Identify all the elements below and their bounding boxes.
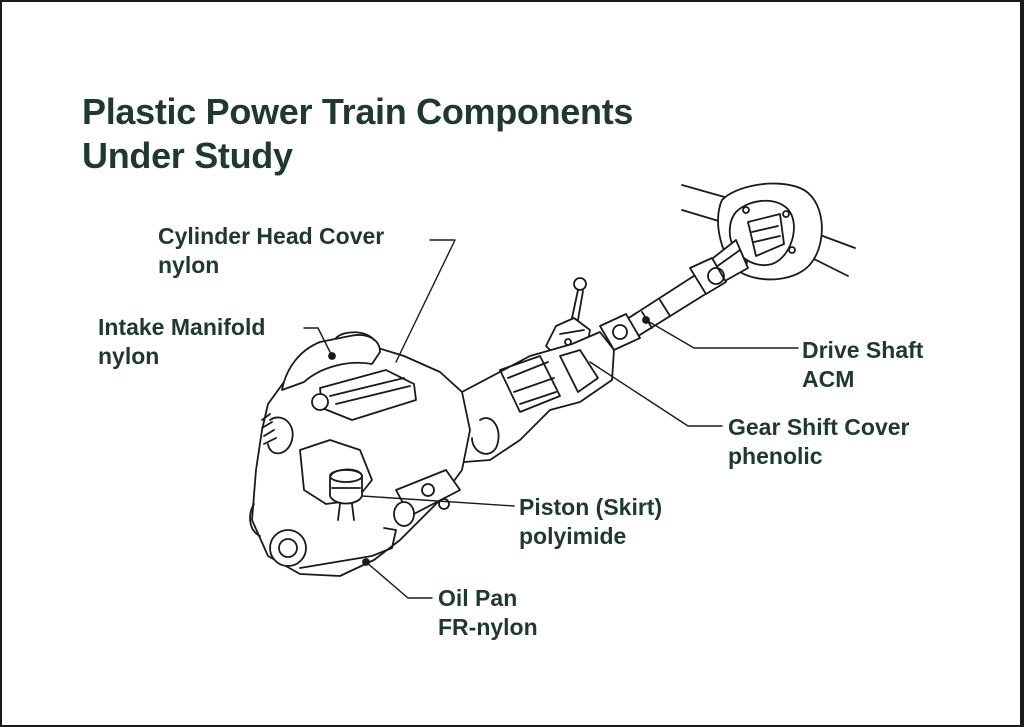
leader-piston [361, 495, 515, 507]
callout-oil-pan: Oil Pan FR-nylon [438, 584, 538, 642]
callout-intake-manifold: Intake Manifold nylon [98, 313, 265, 371]
callout-part-name: Oil Pan [438, 585, 518, 611]
callout-material: nylon [158, 252, 220, 278]
leader-oil-pan [365, 561, 433, 599]
callout-material: nylon [98, 343, 160, 369]
leader-intake-manifold [303, 327, 333, 357]
title-line-2: Under Study [82, 135, 293, 176]
callout-cylinder-head-cover: Cylinder Head Cover nylon [158, 222, 384, 280]
title-line-1: Plastic Power Train Components [82, 91, 634, 132]
callout-part-name: Cylinder Head Cover [158, 223, 385, 249]
callout-material: phenolic [728, 443, 823, 469]
leader-gear-shift-cover [589, 361, 723, 427]
callout-drive-shaft: Drive Shaft ACM [802, 336, 923, 394]
callout-leader-lines [303, 239, 799, 599]
callout-piston-skirt: Piston (Skirt) polyimide [519, 493, 662, 551]
diagram-title: Plastic Power Train Components Under Stu… [82, 90, 633, 178]
callout-part-name: Gear Shift Cover [728, 414, 910, 440]
callout-material: ACM [802, 366, 855, 392]
callout-part-name: Drive Shaft [802, 337, 924, 363]
rear-axle-differential [681, 182, 856, 287]
callout-part-name: Intake Manifold [98, 314, 266, 340]
engine-block [249, 331, 471, 577]
leader-drive-shaft [645, 319, 799, 349]
leader-cylinder-head-cover [395, 239, 456, 363]
callout-material: FR-nylon [438, 614, 538, 640]
drive-shaft [599, 257, 727, 351]
callout-material: polyimide [519, 523, 627, 549]
callout-gear-shift-cover: Gear Shift Cover phenolic [728, 413, 910, 471]
callout-part-name: Piston (Skirt) [519, 494, 663, 520]
transmission-case [447, 331, 615, 463]
